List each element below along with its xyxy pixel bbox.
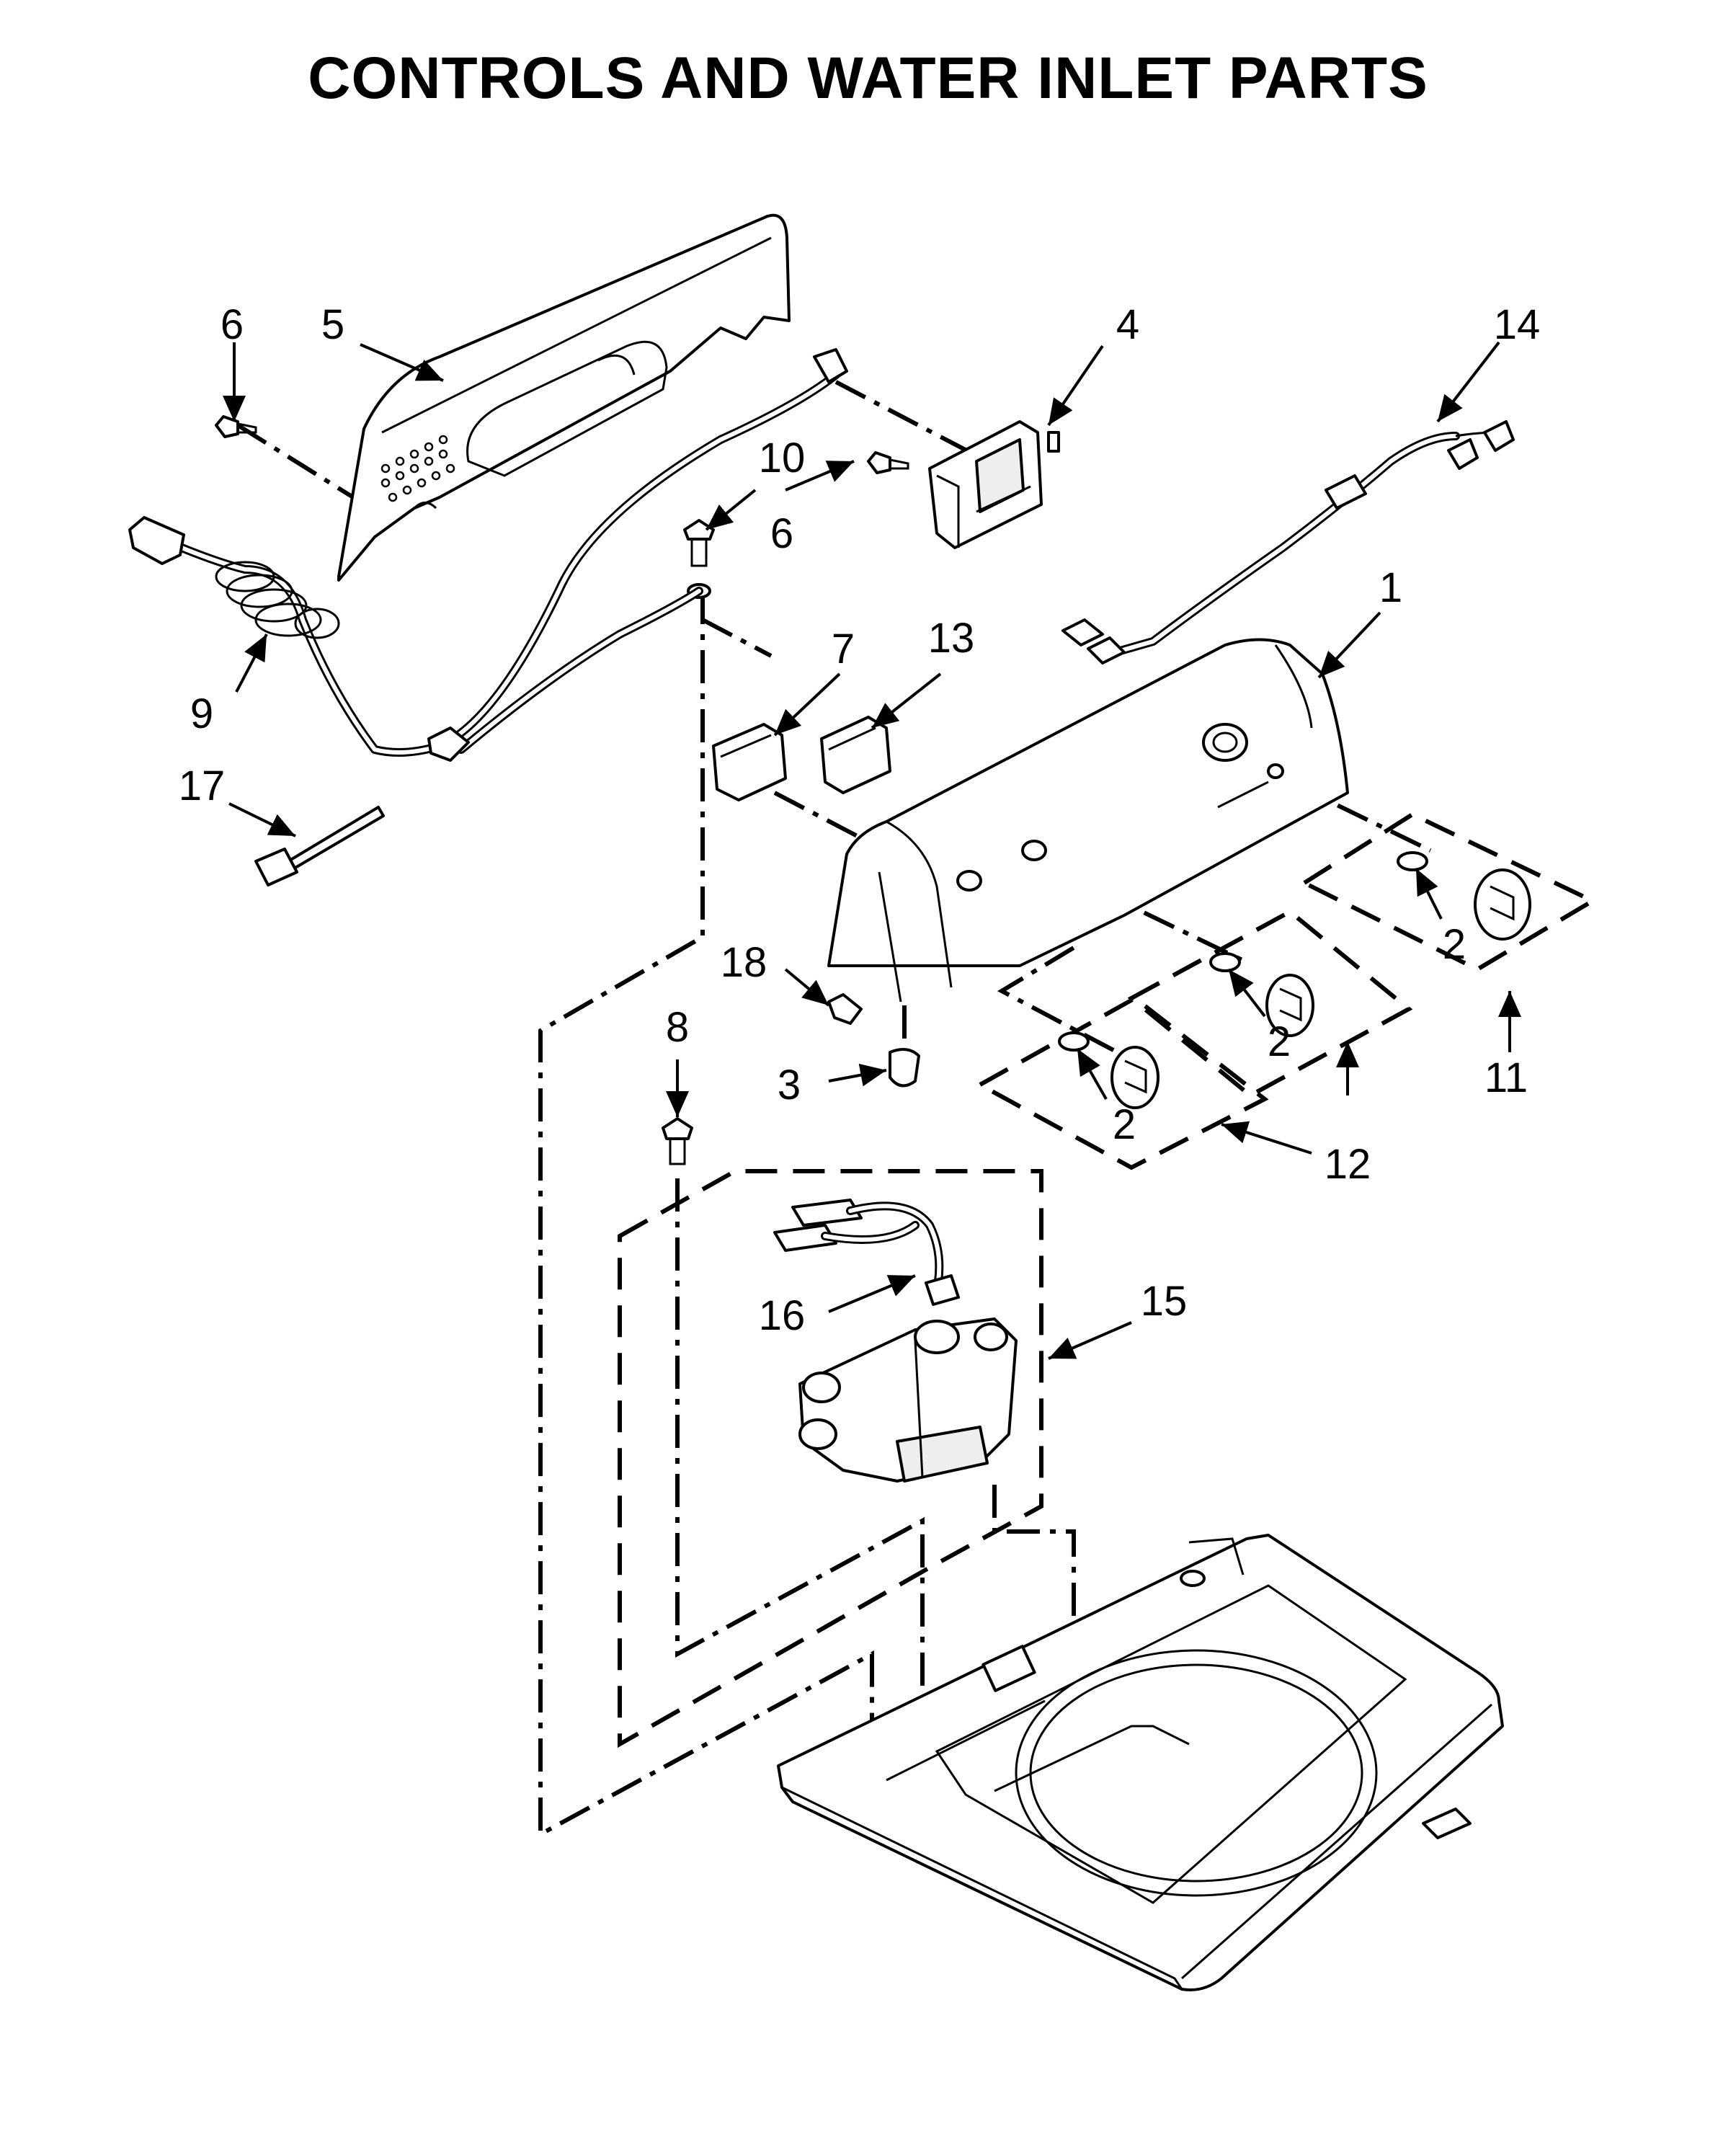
cord-coil bbox=[215, 561, 340, 639]
knob-12b bbox=[1110, 1046, 1159, 1109]
switch-7 bbox=[712, 723, 787, 801]
callout-13: 13 bbox=[928, 615, 975, 662]
callout-11: 11 bbox=[1484, 1054, 1528, 1101]
shaft-2c bbox=[1058, 1031, 1090, 1052]
callout-5: 5 bbox=[321, 301, 344, 348]
callout-17: 17 bbox=[179, 763, 226, 809]
knob-kit-12-box-b bbox=[975, 995, 1269, 1170]
callout-15: 15 bbox=[1141, 1278, 1188, 1325]
ground-screw-10 bbox=[683, 519, 715, 599]
callout-2b: 2 bbox=[1268, 1018, 1291, 1065]
water-inlet-valve-15 bbox=[798, 1317, 1018, 1483]
callout-10: 10 bbox=[759, 435, 806, 481]
console-vent-holes bbox=[380, 435, 455, 502]
callout-8: 8 bbox=[666, 1004, 689, 1051]
knob-kit-11-box bbox=[1299, 812, 1598, 972]
cord-connector bbox=[813, 348, 848, 383]
screw-6-left bbox=[215, 415, 257, 438]
assembly-lines bbox=[236, 380, 1432, 1839]
callout-14: 14 bbox=[1494, 301, 1541, 348]
callout-6b: 6 bbox=[770, 510, 793, 557]
valve-harness-16 bbox=[773, 1199, 960, 1306]
callout-2a: 2 bbox=[1443, 921, 1466, 968]
power-cord bbox=[128, 348, 848, 762]
leader-arrows bbox=[223, 341, 1521, 1360]
callout-4: 4 bbox=[1116, 301, 1139, 348]
switch-13 bbox=[820, 716, 891, 794]
callout-16: 16 bbox=[759, 1292, 806, 1339]
page-title: CONTROLS AND WATER INLET PARTS bbox=[308, 45, 1428, 111]
strain-relief bbox=[427, 726, 470, 762]
kit-boxes bbox=[618, 812, 1598, 1748]
callout-9: 9 bbox=[190, 690, 213, 737]
control-board bbox=[928, 420, 1060, 549]
callout-1: 1 bbox=[1379, 564, 1402, 611]
knob-11 bbox=[1474, 868, 1531, 941]
callout-2c: 2 bbox=[1113, 1101, 1136, 1148]
shaft-2a bbox=[1397, 851, 1428, 871]
console bbox=[827, 638, 1349, 1003]
callout-3: 3 bbox=[778, 1062, 801, 1108]
knob-kit-12-box-a bbox=[1127, 909, 1413, 1098]
screw-8 bbox=[662, 1117, 693, 1165]
callout-7: 7 bbox=[832, 626, 855, 672]
power-plug bbox=[128, 516, 185, 565]
knob-12a bbox=[1265, 974, 1314, 1037]
water-inlet-15-box bbox=[618, 1169, 1043, 1748]
callout-18: 18 bbox=[721, 939, 767, 986]
console-back-panel bbox=[337, 213, 791, 582]
clamp-3 bbox=[889, 1048, 920, 1088]
screw-6-right bbox=[867, 451, 909, 474]
top-cover bbox=[777, 1534, 1504, 1991]
cable-tie bbox=[254, 806, 385, 886]
callout-labels: 6 5 4 14 10 6 1 7 13 9 17 18 8 3 2 2 2 1… bbox=[179, 301, 1541, 1339]
clip-18 bbox=[827, 993, 863, 1025]
wire-harness bbox=[1061, 420, 1515, 665]
callout-12: 12 bbox=[1325, 1141, 1371, 1188]
callout-6a: 6 bbox=[221, 301, 244, 348]
shaft-2b bbox=[1209, 952, 1241, 972]
